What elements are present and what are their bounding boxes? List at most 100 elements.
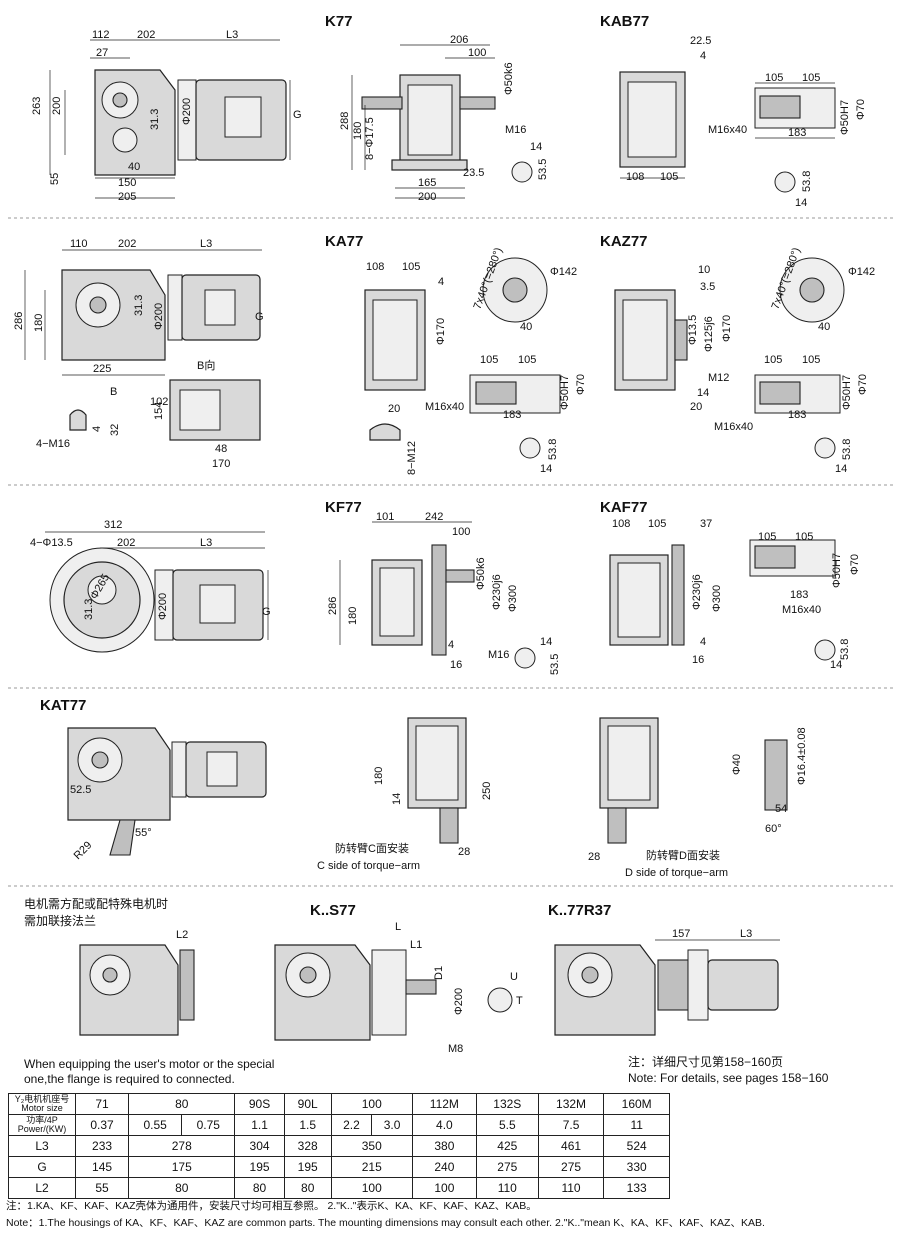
dim-label: 54 [775,803,787,815]
dim-label: Φ300 [711,585,723,612]
dim-label: Φ125j6 [703,316,715,352]
dim-label: M16 [505,124,526,136]
footnote-en: Note：1.The housings of KA、KF、KAF、KAZ are… [6,1217,765,1229]
dim-label: 37 [700,518,712,530]
dim-label: M16x40 [425,401,464,413]
dim-label: G [262,606,271,618]
dim-label: 170 [212,458,230,470]
dim-label: 105 [795,531,813,543]
dim-label: 180 [373,767,385,785]
table-cell: 80 [128,1093,236,1115]
dim-label: 8−Φ17.5 [364,117,376,160]
dim-label: 101 [376,511,394,523]
dim-label: 28 [458,846,470,858]
table-cell: 275 [537,1156,605,1178]
dim-label: U [510,971,518,983]
table-cell: 11 [603,1114,670,1136]
footnotes: 注：1.KA、KF、KAF、KAZ壳体为通用件，安装尺寸均可相互参照。 2."K… [6,1198,898,1232]
dim-label: L3 [740,928,752,940]
dim-label: 31.3 [133,295,145,316]
flange-note-en-2: one,the flange is required to connected. [24,1072,235,1086]
dim-label: 288 [339,112,351,130]
dim-label: B [110,386,117,398]
table-cell: 380 [411,1135,477,1157]
dim-label: Φ70 [849,554,861,575]
table-cell: 0.37 [74,1114,130,1136]
dim-label: 110 [70,238,88,250]
dim-label: 263 [31,97,43,115]
dim-label: 105 [480,354,498,366]
dim-label: 40 [128,161,140,173]
k77r37-view: 157 L3 [554,928,780,1036]
k77-front-view: 112 202 L3 27 263 200 31.3 Φ200 G 55 40 … [31,29,302,203]
table-cell: 350 [330,1135,413,1157]
dim-label: 202 [118,238,136,250]
dim-label: 31.3 [83,599,95,620]
table-cell: 71 [74,1093,130,1115]
dim-label: 225 [93,363,111,375]
kat77-views: 52.5 R29 55° 180 14 250 28 防转臂C面安装 C sid… [67,717,808,879]
table-cell: 132S [475,1093,539,1115]
table-cell: 0.75 [181,1114,236,1136]
dim-label: Φ70 [857,374,869,395]
table-cell: 1.1 [234,1114,285,1136]
kab77-view: 22.5 4 105 105 Φ50H7 Φ70 M16x40 183 108 … [619,35,867,209]
table-cell: 215 [330,1156,413,1178]
dim-label: 53.5 [537,159,549,180]
caption-d-en: D side of torque−arm [625,867,728,879]
title-kaf77: KAF77 [600,499,648,516]
table-cell: 4.0 [411,1114,477,1136]
dim-label: Φ50H7 [559,375,571,410]
dim-label: Φ142 [848,266,875,278]
table-cell: 80 [234,1177,285,1199]
dim-label: Φ200 [453,988,465,1015]
dim-label: 48 [215,443,227,455]
table-cell: 5.5 [475,1114,539,1136]
table-cell: 110 [537,1177,605,1199]
table-cell: 110 [475,1177,539,1199]
dim-label: Φ13.5 [687,315,699,345]
dim-label: Φ50H7 [831,553,843,588]
dim-label: 100 [468,47,486,59]
table-row: G 145 175 195 195 215 240 275 275 330 [8,1156,895,1178]
dim-label: G [293,109,302,121]
dim-label: Φ50k6 [475,557,487,590]
dim-label: 52.5 [70,784,91,796]
dim-label: 105 [758,531,776,543]
dim-label: Φ200 [181,98,193,125]
dim-label: Φ40 [731,754,743,775]
dim-label: 105 [648,518,666,530]
dim-label: Φ142 [550,266,577,278]
table-cell: 90S [234,1093,285,1115]
dim-label: 150 [118,177,136,189]
table-cell: 175 [128,1156,236,1178]
dim-label: 165 [418,177,436,189]
dim-label: 27 [96,47,108,59]
dim-label: 312 [104,519,122,531]
table-cell: 100 [411,1177,477,1199]
table-cell: 160M [603,1093,670,1115]
details-note-cn: 注：详细尺寸见第158−160页 [628,1054,783,1069]
table-cell: 145 [74,1156,130,1178]
dim-label: 286 [13,312,25,330]
dim-label: 250 [481,782,493,800]
table-cell: 330 [603,1156,670,1178]
dim-label: 105 [802,72,820,84]
table-cell: 132M [537,1093,605,1115]
dim-label: 40 [520,321,532,333]
dim-label: 14 [530,141,542,153]
dim-label: 205 [118,191,136,203]
dim-label: 53.5 [549,654,561,675]
dim-label: Φ300 [507,585,519,612]
dim-label: 108 [366,261,384,273]
row-label: L3 [8,1135,76,1157]
title-ks77: K..S77 [310,902,356,919]
dim-label: 4 [700,636,706,648]
table-cell: 240 [411,1156,477,1178]
dim-label: 20 [690,401,702,413]
table-cell: 425 [475,1135,539,1157]
dim-label: Φ200 [157,593,169,620]
dim-label: 100 [452,526,470,538]
dim-label: R29 [72,839,95,862]
